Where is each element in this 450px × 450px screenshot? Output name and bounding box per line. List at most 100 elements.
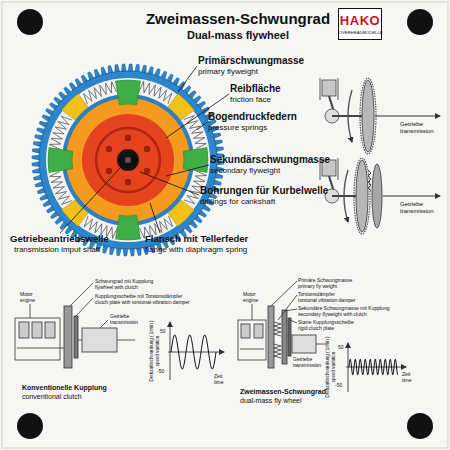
gear-teeth [32,64,224,256]
crank-drilling [106,168,112,174]
crank-drilling [144,168,150,174]
part-name-en: rigid clutch plate [298,326,334,331]
flange-arm [115,80,140,105]
axis-label: Zeit [402,372,410,377]
logo-subtext: OVERHEADMODELLE [339,31,381,35]
clutch-plate [74,316,78,358]
caption-en: conventional clutch [22,393,82,400]
part-name-en: transmission [400,128,434,134]
speed-curve [171,335,216,369]
part-name: Getriebe [400,201,423,207]
cylinder [19,322,29,338]
part-name: Starre Kupplungsscheibe [298,320,354,325]
damper-spring [368,170,371,191]
axis-label: Zeit [214,374,222,379]
corner-dot [407,9,433,35]
secondary-mass [82,114,174,206]
cylinder [45,322,55,338]
crank-drilling [125,179,131,185]
gearbox [82,328,117,352]
leader-line [150,203,160,233]
graph-axis [348,343,349,392]
flange-arms [48,80,208,240]
corner-dot [17,9,43,35]
engine-block [15,318,60,360]
axis-value: 50 [338,345,344,350]
axis-label-en: time [214,380,223,385]
part-name-en: primary fly weight [298,284,337,289]
part-name-en: transmission [110,320,138,325]
secondary-mass [282,310,287,364]
gear-rim [360,78,376,154]
speed-graph-left [168,322,224,380]
leader-line [60,167,121,233]
flywheel-drawing [32,64,224,256]
primary-ring [39,71,217,249]
leader-line [178,66,197,92]
part-name-en: transmission [400,208,434,214]
leader-line [278,295,297,320]
inner-step [96,128,160,192]
axis-value: 50 [160,329,166,334]
part-name: Bohrungen für Kurbelwelle [200,186,328,196]
part-name-en: flywheel with clutch [95,285,138,290]
flange-arm [115,215,140,240]
part-name-en: friction face [230,96,271,104]
part-name: Primäre Schwungmasse [298,278,352,283]
cylinder [241,324,250,338]
part-name-en: transmission imput shaft [14,246,100,254]
gear-teeth [32,64,224,256]
shaft [117,340,135,341]
part-name-en: pressure springs [208,124,267,132]
part-name-en: secondary flyweight [210,167,280,175]
leader-lines [60,66,229,233]
axis-label-en: speed variation [332,352,337,383]
part-name: Getriebe [110,314,129,319]
shaft [57,348,64,349]
friction-face [66,98,190,222]
crank-drilling [125,135,131,141]
part-name: Sekundärschwungmasse [210,155,330,165]
arc-springs [50,82,207,239]
piston [322,80,336,96]
crankshaft [240,349,264,350]
gear-rim [354,158,370,234]
leader-line [30,304,31,318]
axis-label: Drehzahlschwankung ( 1/min ) [150,321,155,382]
output-arrow [383,195,440,196]
flange-arm [48,147,73,172]
hub-bore [125,157,131,163]
leader-line [100,320,108,328]
leader-line [252,304,253,320]
part-name-en: torsional vibration damper [298,298,356,303]
caption: Zweimassen-Schwungrad [240,388,326,395]
rotation-arrow [348,90,352,142]
part-name: Getriebe [293,357,312,362]
torsion-damper [274,322,281,358]
flywheel [362,80,374,152]
part-name: Primärschwungmasse [198,56,304,66]
part-name: Reibfläche [230,84,281,94]
part-name: Flansch mit Tellerfeder [145,234,248,244]
shaft [316,344,326,345]
spring-channel [46,78,210,242]
engine-sketch-top [320,78,440,154]
part-name: Schwungrad mit Kupplung [95,279,153,284]
leader-line [197,122,207,130]
leader-line [166,165,209,176]
primary-mass [268,306,274,368]
cylinder [32,322,42,338]
spring-stops [62,94,195,227]
leader-line [285,309,297,311]
secondary-flywheel [372,164,382,228]
leader-line [70,283,93,306]
axis-label-en: speed variation [156,336,161,367]
leader-line [76,298,93,316]
engine-sketch-bottom [320,158,440,234]
crank-drilling [106,146,112,152]
rotation-arrow [344,170,348,222]
part-name: Getriebeantriebswelle [10,234,109,244]
corner-dot [407,413,433,439]
